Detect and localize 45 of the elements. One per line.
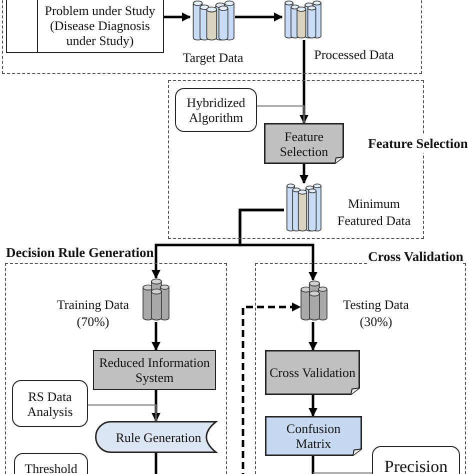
database-cylinders-icon <box>284 183 322 233</box>
connector-line <box>313 472 372 474</box>
connector-line <box>154 453 158 474</box>
arrow <box>235 12 283 22</box>
arrow <box>152 390 160 422</box>
data-label: Processed Data <box>313 46 395 63</box>
arrow <box>152 322 160 351</box>
box-label: RS Data Analysis <box>26 388 74 418</box>
database-cylinders-icon <box>142 278 170 322</box>
box-label: Feature Selection <box>278 128 330 158</box>
data-label: Target Data <box>182 48 244 66</box>
box-label: Precision <box>383 456 449 474</box>
box-label: Threshold <box>24 460 78 474</box>
database-cylinders-icon <box>300 280 328 322</box>
database-cylinders-icon <box>190 0 235 42</box>
data-label: Testing Data (30%) <box>342 296 410 331</box>
rounded-box <box>12 380 88 427</box>
database-cylinders-icon <box>282 0 322 40</box>
box-label: Hybridized Algorithm <box>186 95 246 125</box>
box-label: Rule Generation <box>114 430 202 444</box>
box-label: Confusion Matrix <box>285 421 342 451</box>
document-box <box>265 416 362 456</box>
dashed-arrow <box>242 302 301 474</box>
box-label: Problem under Study (Disease Diagnosis under Study) <box>44 3 156 48</box>
data-label: Training Data (70%) <box>56 296 130 331</box>
rounded-box <box>372 446 460 474</box>
box-label: Reduced Information System <box>98 355 211 385</box>
arrow <box>308 322 318 351</box>
connector-line <box>88 404 157 421</box>
rounded-box <box>175 88 257 132</box>
arrow <box>300 40 308 124</box>
connector-line <box>257 105 305 123</box>
box-label: Cross Validation <box>268 365 357 380</box>
document-box <box>264 123 344 164</box>
document-box <box>265 350 360 395</box>
arrow <box>300 164 308 184</box>
connector-line <box>312 456 314 474</box>
group-title: Feature Selection <box>368 135 468 153</box>
rounded-box <box>14 453 88 474</box>
data-label: Minimum Featured Data <box>336 195 412 230</box>
process-box <box>6 0 164 53</box>
arrow <box>238 208 318 281</box>
arrow <box>308 395 318 417</box>
arrow <box>164 12 191 22</box>
stored-data-box <box>95 421 216 453</box>
